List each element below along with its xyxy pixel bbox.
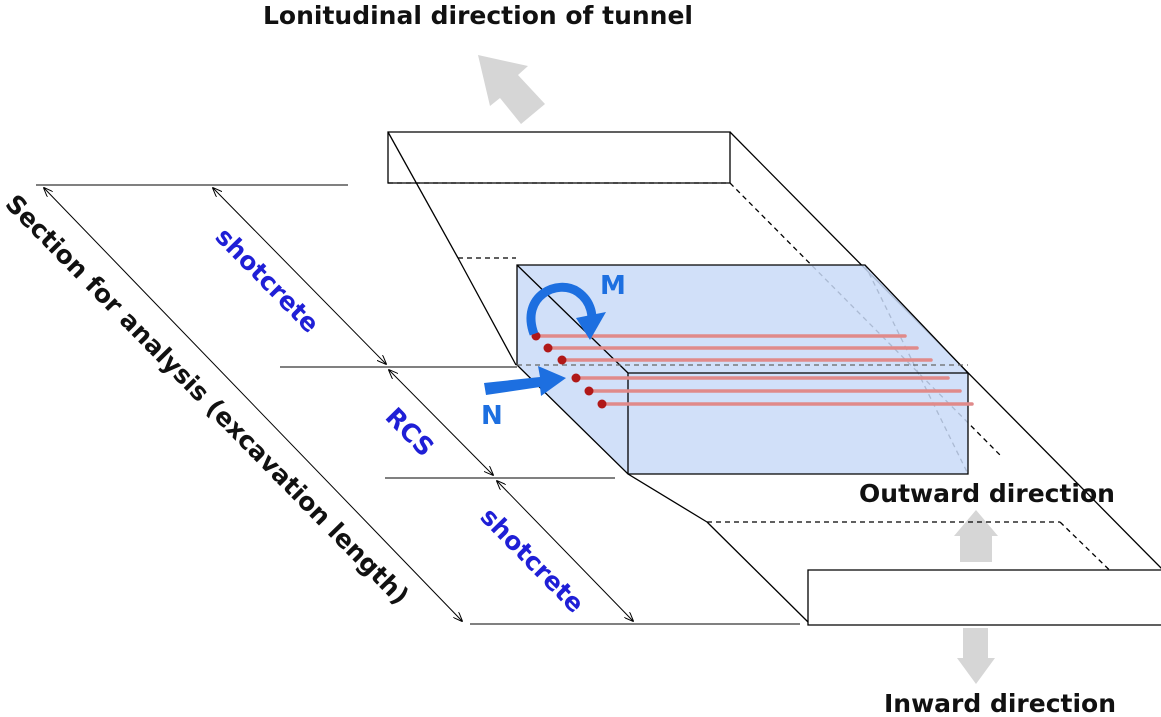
longitudinal-label: Lonitudinal direction of tunnel — [263, 1, 693, 30]
inward-label: Inward direction — [884, 689, 1116, 717]
axial-label: N — [481, 401, 503, 431]
section-label: Section for analysis (excavation length) — [0, 189, 415, 610]
rcs-label: RCS — [380, 402, 440, 462]
moment-label: M — [600, 271, 626, 301]
bottom-shotcrete-slab — [807, 569, 1161, 626]
rebar-lines — [534, 334, 974, 406]
moment-arrowhead — [576, 312, 606, 340]
longitudinal-arrow — [478, 55, 545, 124]
axial-arrow — [484, 366, 566, 396]
shotcrete-bottom-label: shotcrete — [475, 502, 590, 618]
inward-arrow — [957, 628, 995, 684]
rebar-dots — [531, 331, 607, 409]
dimension-lines — [36, 184, 800, 625]
outward-arrow — [954, 510, 998, 562]
shotcrete-top-label: shotcrete — [210, 222, 325, 338]
outward-label: Outward direction — [859, 479, 1115, 508]
rcs-block — [516, 264, 969, 475]
